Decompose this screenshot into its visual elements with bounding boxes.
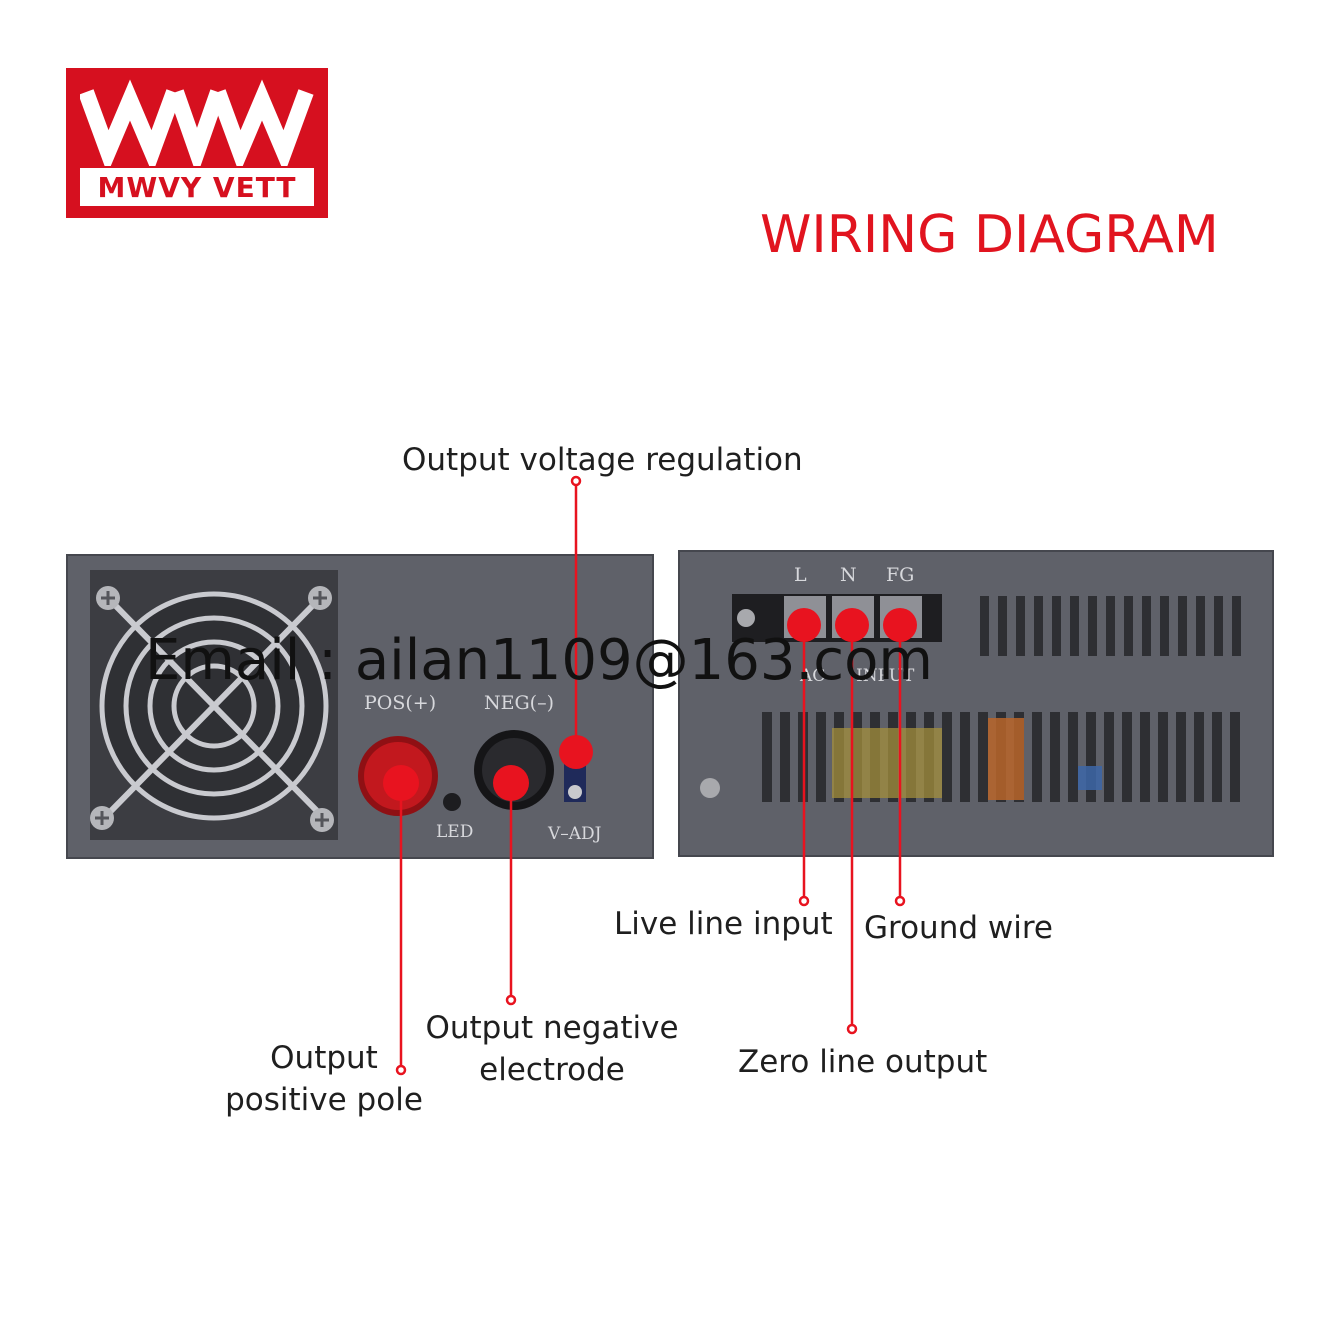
screw-icon: [90, 806, 114, 830]
internal-capacitor: [832, 728, 942, 798]
internal-inductor: [988, 718, 1024, 800]
callout-dot: [846, 1023, 858, 1035]
internal-component: [1078, 766, 1102, 790]
callout-ground-wire: Ground wire: [864, 910, 1053, 946]
fan-guard-ring-4: [171, 663, 257, 749]
callout-negative-line2: electrode: [479, 1052, 625, 1088]
screw-icon: [737, 609, 755, 627]
callout-positive-line2: positive pole: [225, 1082, 423, 1118]
logo-band: MWVY VETT: [80, 168, 314, 206]
vent-slots-top: [980, 596, 1241, 656]
rear-panel: L N FG AC INPUT: [678, 550, 1274, 857]
callout-live-line: Live line input: [614, 906, 833, 942]
brand-logo: MWVY VETT: [66, 68, 328, 218]
fan-guard-ring-3: [147, 639, 281, 773]
ac-label: AC: [800, 666, 826, 686]
callout-negative-line1: Output negative: [425, 1010, 679, 1046]
front-panel: POS(+) NEG(–) LED V–ADJ: [66, 554, 654, 859]
brand-name: MWVY VETT: [97, 171, 297, 204]
callout-voltage-regulation: Output voltage regulation: [402, 442, 803, 478]
fan-guard-ring-2: [123, 615, 305, 797]
screw-icon: [310, 808, 334, 832]
page-title: WIRING DIAGRAM: [760, 205, 1219, 265]
screw-icon: [96, 586, 120, 610]
fan-guard-bar: [105, 595, 323, 817]
callout-zero-line: Zero line output: [738, 1044, 988, 1080]
screw-icon: [308, 586, 332, 610]
screw-icon: [700, 778, 720, 798]
terminal-fg-label: FG: [886, 564, 915, 586]
terminal-n-label: N: [840, 564, 857, 586]
pos-label: POS(+): [364, 692, 437, 714]
callout-dot: [894, 895, 906, 907]
led-indicator: [443, 793, 461, 811]
terminal-l-label: L: [794, 564, 807, 586]
logo-mark: [80, 79, 314, 166]
vadj-label: V–ADJ: [548, 824, 602, 844]
fan-guard-ring-outer: [99, 591, 329, 821]
front-panel-art: [68, 556, 652, 857]
neg-label: NEG(–): [484, 692, 554, 714]
led-label: LED: [436, 822, 474, 842]
callout-dot: [505, 994, 517, 1006]
rear-panel-art: [680, 552, 1272, 855]
email-watermark: Email : ailan1109@163.com: [145, 628, 933, 693]
callout-positive-line1: Output: [270, 1040, 378, 1076]
